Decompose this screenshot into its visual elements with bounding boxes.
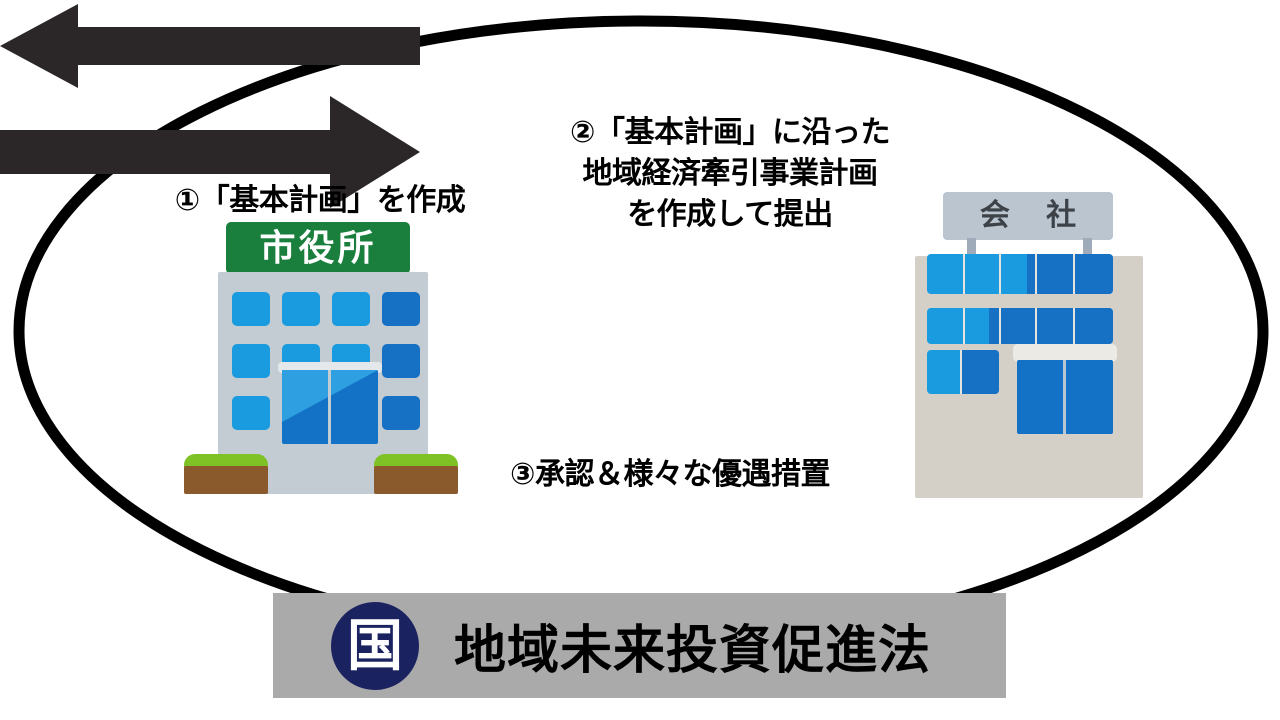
arrow-left-icon: [0, 4, 420, 88]
company-sign: 会 社: [943, 192, 1113, 240]
cityhall-door-lintel: [278, 362, 382, 373]
cityhall-window: [282, 292, 320, 326]
cityhall-window: [332, 292, 370, 326]
company-window-band: [927, 254, 1113, 294]
cityhall-window: [382, 292, 420, 326]
cityhall-illustration: 市役所: [178, 222, 460, 500]
arrow-right-icon: [0, 96, 420, 208]
law-banner-title: 地域未来投資促進法: [453, 622, 931, 680]
company-window-band: [927, 308, 1113, 344]
company-entrance-lintel: [1013, 344, 1117, 362]
arrow-cityhall-to-company: [0, 92, 420, 212]
cityhall-sign: 市役所: [226, 222, 410, 274]
national-seal-icon: 国: [331, 601, 419, 690]
label-step-1: ①「基本計画」を作成: [174, 184, 466, 217]
company-window: [927, 350, 999, 394]
label-step-2-line-2: 地域経済牽引事業計画: [582, 157, 879, 190]
company-illustration: 会 社: [905, 192, 1155, 504]
label-step-2: ②「基本計画」に沿った 地域経済牽引事業計画 を作成して提出: [540, 112, 920, 235]
company-sign-post: [967, 238, 976, 258]
cityhall-soil: [374, 466, 458, 494]
company-entrance: [1017, 360, 1113, 434]
cityhall-window: [382, 396, 420, 430]
label-step-2-line-1: ②「基本計画」に沿った: [570, 116, 890, 149]
arrow-company-to-cityhall: [0, 0, 420, 92]
label-step-3: ③承認＆様々な優遇措置: [510, 458, 830, 491]
cityhall-window: [232, 292, 270, 326]
law-banner: 国 地域未来投資促進法: [273, 593, 1006, 698]
cityhall-window: [232, 396, 270, 430]
cityhall-window: [382, 344, 420, 378]
company-sign-post: [1083, 238, 1092, 258]
cityhall-door: [282, 370, 378, 444]
cityhall-window: [232, 344, 270, 378]
cityhall-soil: [184, 466, 268, 494]
label-step-2-line-3: を作成して提出: [627, 198, 833, 231]
